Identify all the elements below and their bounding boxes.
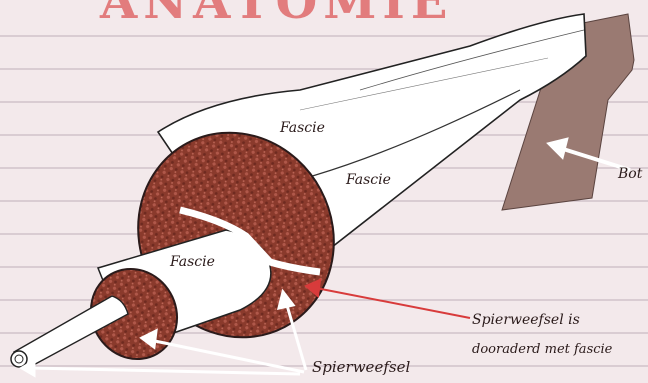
label-muscle-tissue: Spierweefsel bbox=[312, 358, 410, 376]
label-fascia-inner: Fascie bbox=[170, 254, 215, 270]
label-bone: Bot bbox=[618, 166, 642, 182]
label-muscle-fascia-line1: Spierweefsel is bbox=[472, 312, 580, 328]
label-fascia-mid: Fascie bbox=[346, 172, 391, 188]
label-fascia-top: Fascie bbox=[280, 120, 325, 136]
arrow-muscle-fascia bbox=[306, 280, 470, 318]
label-muscle-fascia-line2: dooraderd met fascie bbox=[472, 342, 612, 357]
